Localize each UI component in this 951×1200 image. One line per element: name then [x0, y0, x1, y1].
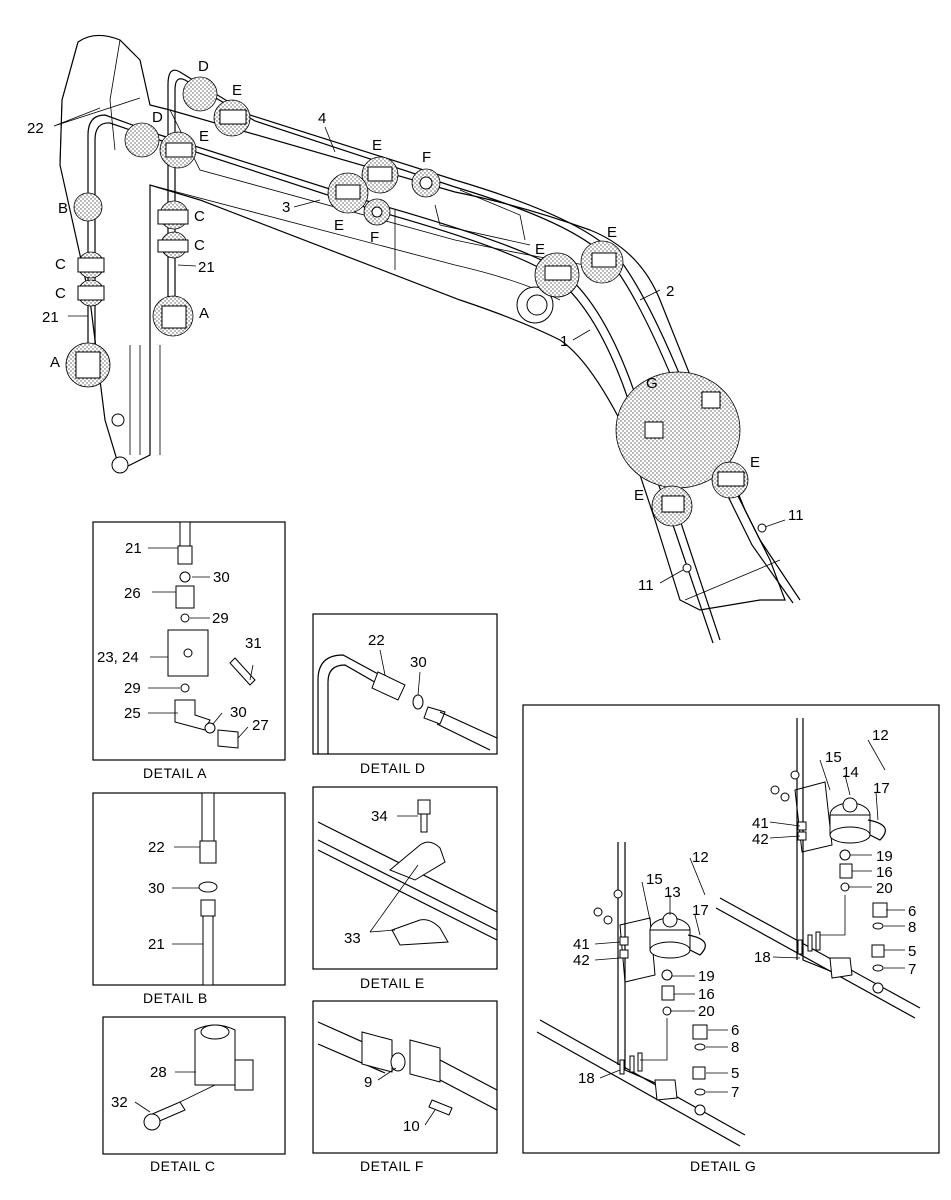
label-part-4: 4 — [318, 110, 326, 127]
detail-g-label-42a: 42 — [752, 831, 769, 848]
detail-g-caption: DETAIL G — [690, 1158, 756, 1174]
label-part-21-a: 21 — [198, 259, 215, 276]
label-detail-e-7: E — [750, 454, 760, 471]
label-detail-e-4: E — [334, 217, 344, 234]
label-detail-d-1: D — [198, 58, 209, 75]
label-detail-e-2: E — [199, 128, 209, 145]
label-part-11-b: 11 — [638, 577, 654, 594]
boom-assembly — [53, 34, 801, 644]
detail-g-label-6a: 6 — [908, 903, 916, 920]
detail-a-label-25: 25 — [124, 705, 141, 722]
label-part-21-b: 21 — [42, 309, 59, 326]
detail-a-label-21: 21 — [125, 540, 142, 557]
detail-d-label-22: 22 — [368, 632, 385, 649]
detail-g-label-13: 13 — [664, 884, 681, 901]
label-detail-c-3: C — [55, 256, 66, 273]
detail-a-caption: DETAIL A — [143, 765, 207, 781]
label-detail-b: B — [58, 200, 68, 217]
detail-d-caption: DETAIL D — [360, 760, 425, 776]
label-detail-e-3: E — [372, 137, 382, 154]
label-detail-a-1: A — [199, 305, 209, 322]
detail-a-label-27: 27 — [252, 717, 269, 734]
detail-g-label-12b: 12 — [692, 849, 709, 866]
detail-c: 28 32 DETAIL C — [102, 1016, 286, 1174]
label-detail-c-4: C — [55, 285, 66, 302]
detail-g-label-16b: 16 — [698, 986, 715, 1003]
detail-d: 22 30 DETAIL D — [312, 613, 498, 776]
detail-b-label-30: 30 — [148, 880, 165, 897]
detail-a-label-30b: 30 — [230, 704, 247, 721]
detail-e-label-34: 34 — [371, 808, 388, 825]
detail-f-label-9: 9 — [364, 1074, 372, 1091]
detail-b-caption: DETAIL B — [143, 990, 208, 1006]
label-part-11-a: 11 — [788, 507, 804, 524]
detail-g-label-16a: 16 — [876, 864, 893, 881]
detail-e: 34 33 DETAIL E — [312, 786, 498, 991]
label-detail-e-5: E — [535, 241, 545, 258]
detail-a-label-30a: 30 — [213, 569, 230, 586]
detail-a-label-29a: 29 — [212, 610, 229, 627]
detail-g-label-41a: 41 — [752, 815, 769, 832]
detail-g-label-17b: 17 — [692, 902, 709, 919]
main-labels: 22 D D E E E E E E E E F F 4 3 2 1 B C C… — [27, 58, 804, 594]
detail-g-label-14: 14 — [842, 764, 859, 781]
detail-a-label-23-24: 23, 24 — [97, 649, 139, 666]
detail-g-label-5a: 5 — [908, 943, 916, 960]
detail-b: 22 30 21 DETAIL B — [92, 792, 286, 1006]
detail-g-label-8a: 8 — [908, 919, 916, 936]
detail-b-label-22: 22 — [148, 839, 165, 856]
detail-g-label-18a: 18 — [754, 949, 771, 966]
detail-g-label-20a: 20 — [876, 880, 893, 897]
detail-g-label-18b: 18 — [578, 1070, 595, 1087]
detail-b-label-21: 21 — [148, 936, 165, 953]
label-detail-e-6: E — [607, 224, 617, 241]
detail-f-label-10: 10 — [403, 1118, 420, 1135]
label-detail-f-2: F — [370, 229, 379, 246]
detail-d-label-30: 30 — [410, 654, 427, 671]
label-part-2: 2 — [666, 283, 674, 300]
label-part-3: 3 — [282, 199, 290, 216]
detail-g-label-17a: 17 — [873, 780, 890, 797]
detail-g-label-42b: 42 — [573, 952, 590, 969]
label-detail-d-2: D — [152, 109, 163, 126]
detail-a: 21 30 26 29 23, 24 31 29 25 30 27 DETAIL… — [92, 521, 286, 781]
detail-g-label-15a: 15 — [825, 749, 842, 766]
detail-g-label-12a: 12 — [872, 727, 889, 744]
detail-c-caption: DETAIL C — [150, 1158, 215, 1174]
label-detail-a-2: A — [50, 354, 60, 371]
label-detail-e-8: E — [634, 487, 644, 504]
detail-f: 9 10 DETAIL F — [312, 1000, 498, 1174]
detail-g-label-19b: 19 — [698, 968, 715, 985]
detail-c-label-28: 28 — [150, 1064, 167, 1081]
detail-g-label-8b: 8 — [731, 1039, 739, 1056]
detail-a-label-29b: 29 — [124, 680, 141, 697]
detail-g-label-5b: 5 — [731, 1065, 739, 1082]
label-detail-e-1: E — [232, 82, 242, 99]
detail-g-label-41b: 41 — [573, 936, 590, 953]
label-detail-g: G — [646, 375, 658, 392]
detail-c-label-32: 32 — [111, 1094, 128, 1111]
detail-g-label-20b: 20 — [698, 1003, 715, 1020]
detail-g: 12 15 14 17 41 42 19 16 20 6 8 18 5 7 12… — [522, 704, 940, 1174]
detail-g-label-15b: 15 — [646, 871, 663, 888]
detail-g-label-7b: 7 — [731, 1084, 739, 1101]
label-detail-f-1: F — [422, 149, 431, 166]
detail-g-label-6b: 6 — [731, 1022, 739, 1039]
detail-f-caption: DETAIL F — [360, 1158, 424, 1174]
label-detail-c-1: C — [194, 208, 205, 225]
label-part-1: 1 — [560, 333, 568, 350]
detail-a-label-26: 26 — [124, 585, 141, 602]
label-22: 22 — [27, 120, 44, 137]
detail-e-label-33: 33 — [344, 930, 361, 947]
detail-g-label-7a: 7 — [908, 961, 916, 978]
detail-a-label-31: 31 — [245, 635, 262, 652]
detail-e-caption: DETAIL E — [360, 975, 425, 991]
detail-g-label-19a: 19 — [876, 848, 893, 865]
label-detail-c-2: C — [194, 237, 205, 254]
